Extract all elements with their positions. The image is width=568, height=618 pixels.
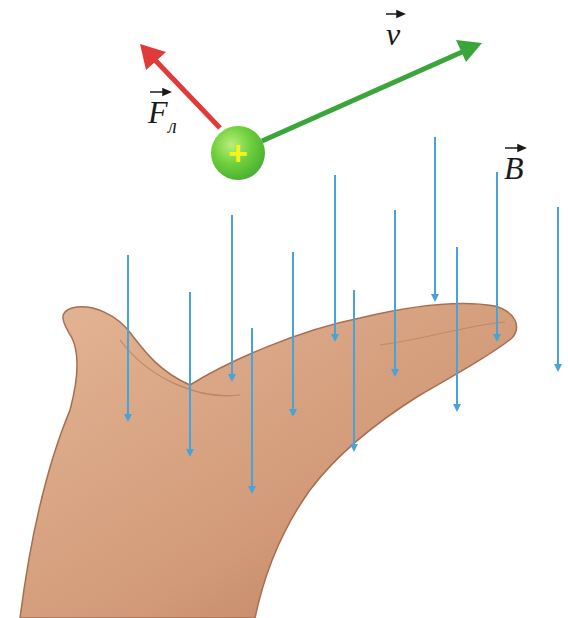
field-lines	[128, 137, 558, 492]
force-arrow	[140, 44, 220, 128]
velocity-arrow	[262, 40, 482, 141]
charge-circle: +	[211, 126, 265, 180]
velocity-symbol: v	[386, 18, 400, 50]
force-symbol: F	[148, 96, 168, 128]
charge-sign: +	[228, 136, 248, 170]
hand	[20, 304, 517, 618]
vector-signs	[150, 11, 525, 151]
force-subscript: л	[168, 116, 177, 136]
field-symbol: B	[504, 152, 524, 184]
